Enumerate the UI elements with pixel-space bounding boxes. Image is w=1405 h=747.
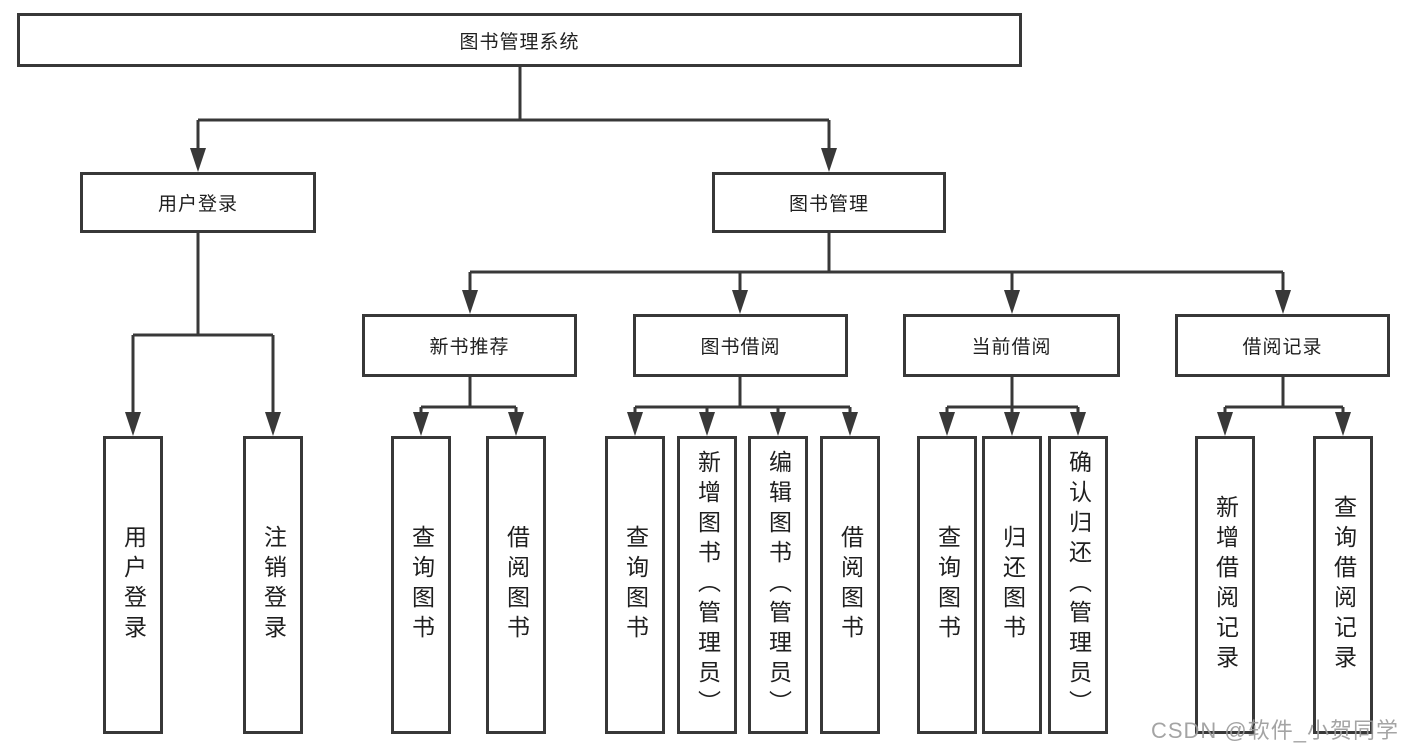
csdn-watermark: CSDN @软件_小贺同学 <box>1150 718 1399 743</box>
node-label: 借阅记录 <box>1242 337 1323 358</box>
node-current-borrow: 当前借阅 <box>903 314 1120 377</box>
leaf-query-borrow-record: 查询借阅记录 <box>1313 436 1373 734</box>
node-label: 编辑图书（管理员） <box>765 450 792 720</box>
node-label: 新书推荐 <box>429 337 510 358</box>
arrowhead <box>770 412 786 436</box>
leaf-logout: 注销登录 <box>243 436 303 734</box>
node-label: 查询借阅记录 <box>1330 495 1357 675</box>
arrowhead <box>699 412 715 436</box>
node-borrow-records: 借阅记录 <box>1175 314 1390 377</box>
node-label: 确认归还（管理员） <box>1065 450 1092 720</box>
arrowhead <box>265 412 281 436</box>
node-label: 借阅图书 <box>503 525 530 645</box>
arrowhead <box>627 412 643 436</box>
arrowhead <box>462 290 478 314</box>
connector-current-borrow-to-leaves <box>939 377 1086 436</box>
connector-root-to-level2 <box>190 67 837 172</box>
arrowhead <box>125 412 141 436</box>
connector-new-book-recommend-to-leaves <box>413 377 524 436</box>
leaf-edit-books-admin: 编辑图书（管理员） <box>748 436 808 734</box>
node-label: 新增借阅记录 <box>1212 495 1239 675</box>
connector-borrow-records-to-leaves <box>1217 377 1351 436</box>
node-label: 注销登录 <box>260 525 287 645</box>
node-label: 查询图书 <box>408 525 435 645</box>
arrowhead <box>1004 290 1020 314</box>
leaf-confirm-return-admin: 确认归还（管理员） <box>1048 436 1108 734</box>
connector-book-management-to-groups <box>462 233 1291 314</box>
node-label: 查询图书 <box>934 525 961 645</box>
node-label: 用户登录 <box>157 194 238 215</box>
node-new-book-recommend: 新书推荐 <box>362 314 577 377</box>
node-root-system: 图书管理系统 <box>17 13 1022 67</box>
node-label: 归还图书 <box>999 525 1026 645</box>
node-book-borrow: 图书借阅 <box>633 314 848 377</box>
arrowhead <box>413 412 429 436</box>
arrowhead <box>732 290 748 314</box>
node-label: 图书管理系统 <box>459 31 580 53</box>
connector-user-login-to-leaves <box>125 233 281 436</box>
leaf-query-books-recommend: 查询图书 <box>391 436 451 734</box>
connector-book-borrow-to-leaves <box>627 377 858 436</box>
leaf-user-login: 用户登录 <box>103 436 163 734</box>
arrowhead <box>821 148 837 172</box>
leaf-query-books-borrow: 查询图书 <box>605 436 665 734</box>
node-label: 用户登录 <box>120 525 147 645</box>
leaf-borrow-books: 借阅图书 <box>820 436 880 734</box>
node-label: 当前借阅 <box>971 337 1052 358</box>
arrowhead <box>190 148 206 172</box>
arrowhead <box>939 412 955 436</box>
node-user-login: 用户登录 <box>80 172 316 233</box>
leaf-return-books: 归还图书 <box>982 436 1042 734</box>
arrowhead <box>842 412 858 436</box>
node-label: 新增图书（管理员） <box>694 450 721 720</box>
arrowhead <box>1335 412 1351 436</box>
leaf-add-books-admin: 新增图书（管理员） <box>677 436 737 734</box>
node-label: 查询图书 <box>622 525 649 645</box>
node-book-management: 图书管理 <box>712 172 946 233</box>
node-label: 借阅图书 <box>837 525 864 645</box>
leaf-add-borrow-record: 新增借阅记录 <box>1195 436 1255 734</box>
leaf-borrow-books-recommend: 借阅图书 <box>486 436 546 734</box>
node-label: 图书借阅 <box>700 337 781 358</box>
arrowhead <box>1070 412 1086 436</box>
leaf-query-books-current: 查询图书 <box>917 436 977 734</box>
arrowhead <box>1275 290 1291 314</box>
arrowhead <box>508 412 524 436</box>
arrowhead <box>1004 412 1020 436</box>
arrowhead <box>1217 412 1233 436</box>
node-label: 图书管理 <box>788 194 869 215</box>
